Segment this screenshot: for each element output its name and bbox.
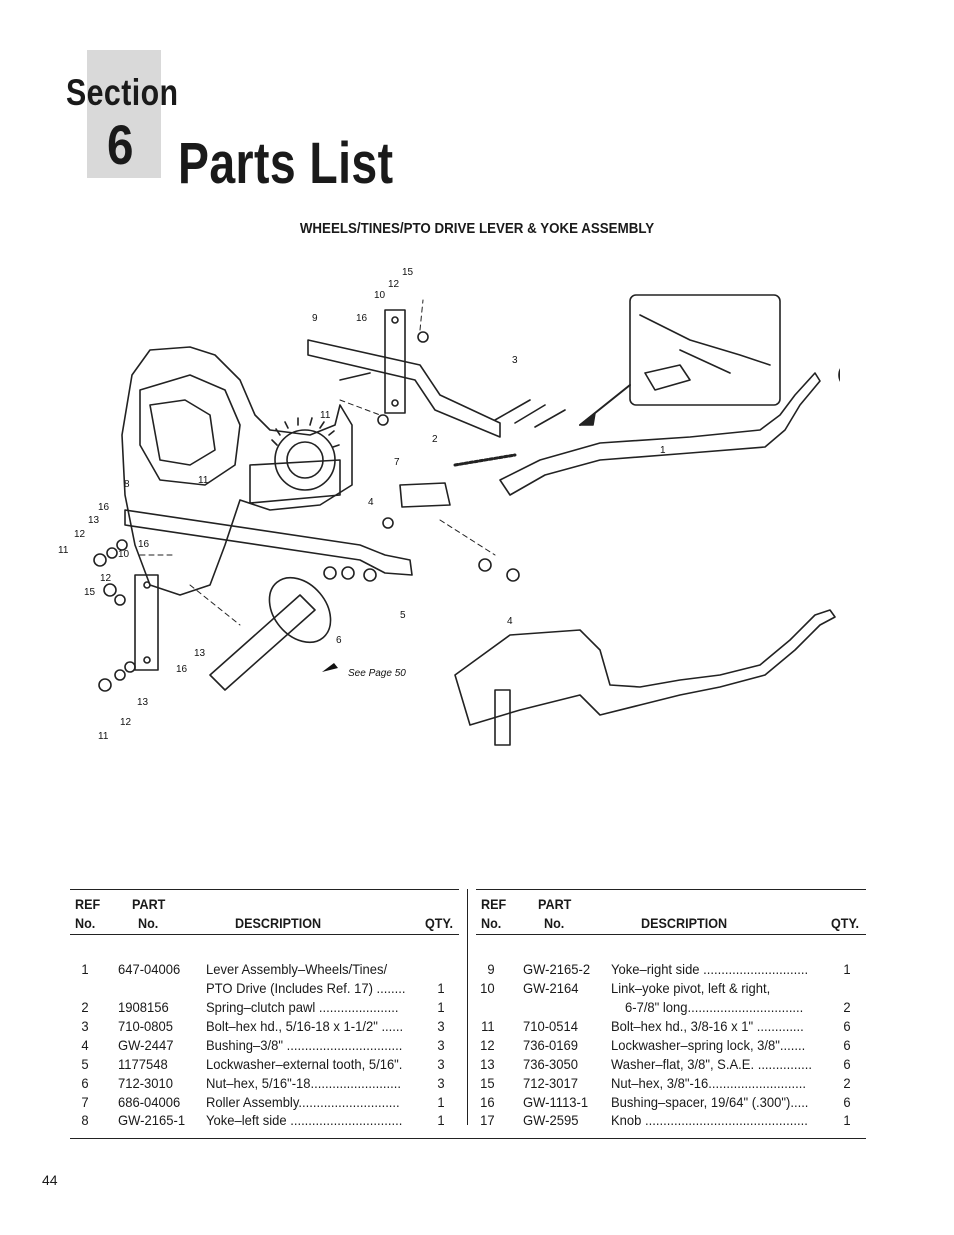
part-header-line2: No.	[544, 915, 565, 931]
tine-shaft	[209, 594, 316, 691]
column-divider	[467, 889, 468, 1125]
qty-header: QTY.	[831, 915, 860, 931]
section-label: Section	[66, 72, 179, 113]
part-header-line2: No.	[138, 915, 159, 931]
callout-15b: 15	[84, 587, 96, 598]
callout-16b: 16	[98, 502, 110, 513]
callout-16: 16	[356, 313, 368, 324]
callout-4b: 4	[507, 616, 513, 627]
see-page-arrow-icon	[322, 663, 338, 672]
description-header: DESCRIPTION	[641, 915, 728, 931]
callout-13c: 13	[137, 697, 149, 708]
callout-8: 8	[124, 479, 130, 490]
transmission-housing	[121, 346, 353, 596]
description-header: DESCRIPTION	[235, 915, 322, 931]
pto-lever	[499, 372, 821, 496]
callout-11d: 11	[98, 731, 109, 742]
ref-header-line2: No.	[481, 915, 502, 931]
callout-12b: 12	[74, 529, 86, 540]
page-title: Parts List	[178, 131, 394, 196]
detail-inset	[629, 294, 781, 406]
assembly-title: WHEELS/TINES/PTO DRIVE LEVER & YOKE ASSE…	[299, 221, 655, 237]
callout-12: 12	[388, 279, 400, 290]
callout-4: 4	[368, 497, 374, 508]
callout-16c: 16	[138, 539, 150, 550]
callout-11c: 11	[58, 545, 69, 556]
callout-11: 11	[320, 410, 331, 421]
ref-header-line2: No.	[75, 915, 96, 931]
callout-16d: 16	[176, 664, 188, 675]
linkage-assembly	[454, 609, 836, 726]
callout-3: 3	[512, 355, 518, 366]
callout-2: 2	[432, 434, 438, 445]
exploded-parts-diagram: 15 12 10 9 16 11 3 2 7 4 1 17 8 11 16 13…	[58, 267, 840, 746]
see-page-note: See Page 50	[348, 668, 406, 679]
yoke-left	[124, 509, 413, 576]
callout-12c: 12	[100, 573, 112, 584]
qty-header: QTY.	[425, 915, 454, 931]
callout-9: 9	[312, 313, 318, 324]
callout-1: 1	[660, 445, 666, 456]
part-header-line1: PART	[538, 896, 572, 912]
callout-6: 6	[336, 635, 342, 646]
table-bottom-rule	[70, 1138, 866, 1139]
ref-header-line1: REF	[481, 896, 507, 912]
callout-12d: 12	[120, 717, 132, 728]
callout-13b: 13	[194, 648, 206, 659]
page-number: 44	[42, 1172, 58, 1188]
callout-7: 7	[394, 457, 400, 468]
part-header-line1: PART	[132, 896, 166, 912]
ref-header-line1: REF	[75, 896, 101, 912]
callout-10b: 10	[118, 549, 130, 560]
callout-5: 5	[400, 610, 406, 621]
callout-10: 10	[374, 290, 386, 301]
callout-11b: 11	[198, 475, 209, 486]
callout-15: 15	[402, 267, 414, 278]
callout-13: 13	[88, 515, 100, 526]
yoke-right	[307, 339, 501, 438]
section-badge	[87, 50, 161, 178]
section-number: 6	[107, 113, 134, 176]
